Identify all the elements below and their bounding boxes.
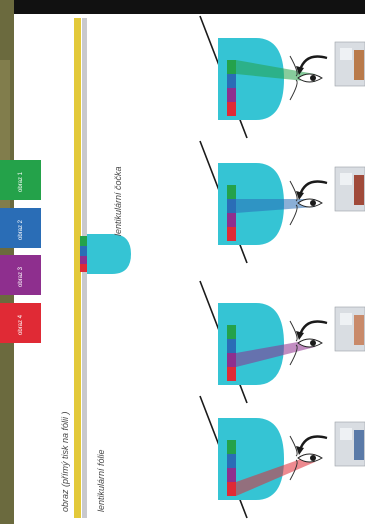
swatch-label-1: obraz 1 bbox=[18, 172, 24, 192]
image-stripe bbox=[227, 353, 236, 367]
scene-thumbnail bbox=[335, 307, 365, 351]
image-stripe bbox=[227, 468, 236, 482]
image-stripe bbox=[227, 454, 236, 468]
swatch-label-4: obraz 4 bbox=[18, 315, 24, 335]
image-stripe bbox=[227, 213, 236, 227]
image-stripe bbox=[227, 88, 236, 102]
image-stripe bbox=[227, 227, 236, 241]
image-stripe bbox=[227, 74, 236, 88]
swatch-label-3: obraz 3 bbox=[18, 267, 24, 287]
lenticular-foil-label: lentikulární fólie bbox=[96, 449, 106, 512]
image-stripe bbox=[227, 482, 236, 496]
image-stripe bbox=[227, 199, 236, 213]
lenticular-lens-sample bbox=[80, 234, 131, 274]
image-stripe bbox=[227, 325, 236, 339]
image-stripe bbox=[227, 339, 236, 353]
scene-thumbnail bbox=[335, 422, 365, 466]
image-stripe bbox=[227, 60, 236, 74]
scene-thumbnail bbox=[335, 42, 365, 86]
image-stripe bbox=[227, 185, 236, 199]
print-strip bbox=[74, 18, 81, 518]
image-stripe bbox=[227, 367, 236, 381]
print-on-foil-label: obraz (přímý tisk na fólii ) bbox=[60, 411, 70, 512]
lenticular-lens-label: lentikulární čočka bbox=[113, 166, 123, 236]
image-stripe bbox=[227, 102, 236, 116]
swatch-label-2: obraz 2 bbox=[18, 220, 24, 240]
image-stripe bbox=[227, 440, 236, 454]
scene-thumbnail bbox=[335, 167, 365, 211]
